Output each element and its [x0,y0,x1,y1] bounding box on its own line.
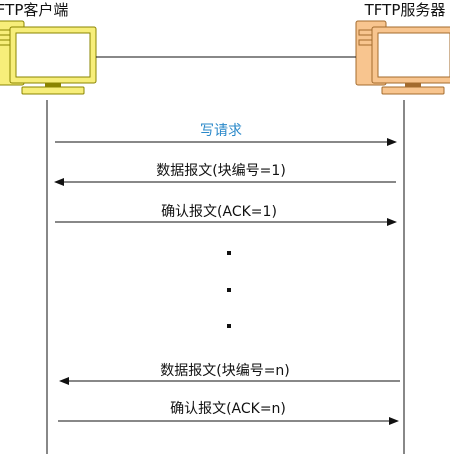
message-label: 确认报文(ACK=1) [161,204,277,220]
ellipsis [227,251,231,328]
message-4: 数据报文(块编号=n) [59,363,400,385]
message-label: 写请求 [200,123,242,139]
message-3: 确认报文(ACK=1) [55,204,397,226]
message-label: 确认报文(ACK=n) [170,401,286,417]
ellipsis-dot [227,324,231,328]
message-label: 数据报文(块编号=n) [160,363,290,379]
message-label: 数据报文(块编号=1) [156,163,286,179]
message-5: 确认报文(ACK=n) [58,401,399,425]
message-2: 数据报文(块编号=1) [54,163,396,186]
message-1: 写请求 [55,123,397,146]
ellipsis-dot [227,251,231,255]
client-computer-icon [0,20,97,95]
server-computer-icon [355,20,450,95]
client-label: TFTP客户端 [0,1,68,19]
server-label: TFTP服务器 [364,1,446,19]
ellipsis-dot [227,288,231,292]
